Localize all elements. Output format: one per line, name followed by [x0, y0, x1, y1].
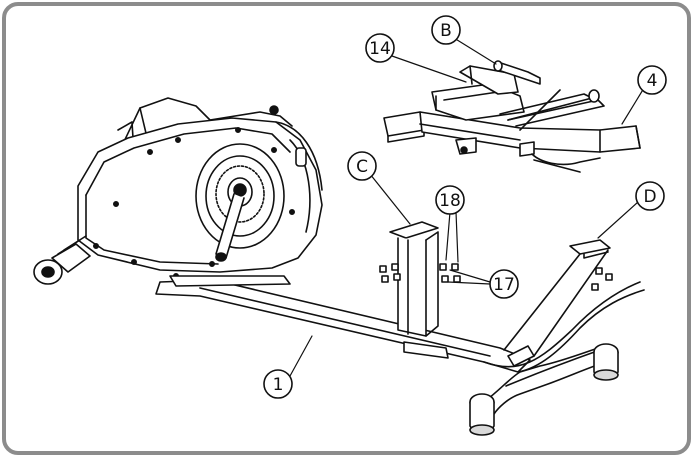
callout-d: D: [635, 181, 665, 211]
callout-18-label: 18: [439, 191, 461, 211]
seat-rail-assembly: [383, 60, 641, 173]
callout-1: 1: [263, 369, 293, 399]
callout-b: B: [431, 15, 461, 45]
callout-14-label: 14: [369, 39, 391, 59]
flywheel-housing: [77, 97, 323, 279]
callout-c-label: C: [356, 157, 368, 177]
callout-d-label: D: [643, 187, 656, 207]
callout-17: 17: [489, 269, 519, 299]
callout-b-label: B: [440, 21, 452, 41]
callout-17-label: 17: [493, 275, 515, 295]
callout-14: 14: [365, 33, 395, 63]
callout-c: C: [347, 151, 377, 181]
seat-post: [389, 221, 449, 359]
callout-18: 18: [435, 185, 465, 215]
callout-4: 4: [637, 65, 667, 95]
leader-lines: [289, 37, 645, 377]
callout-4-label: 4: [647, 71, 658, 91]
callout-1-label: 1: [273, 375, 284, 395]
rear-stabilizer-cap: [33, 235, 91, 285]
